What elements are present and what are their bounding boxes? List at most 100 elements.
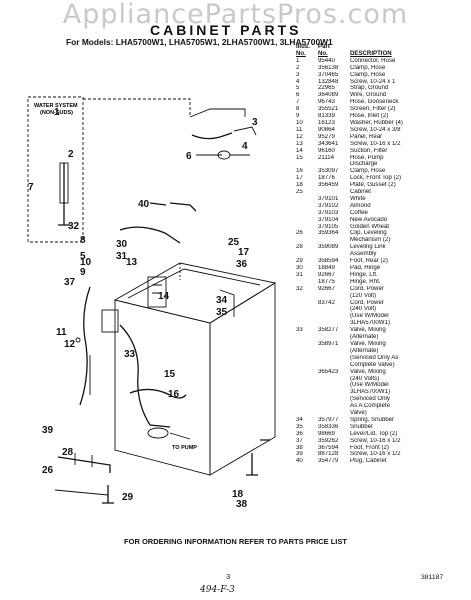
parts-cell-part-no: 359262 — [318, 437, 339, 444]
callout-7: 7 — [28, 182, 34, 193]
parts-cell-part-no: 95279 — [318, 133, 335, 140]
parts-cell-part-no: 379105 — [318, 223, 339, 230]
parts-cell-part-no: 16123 — [318, 119, 335, 126]
callout-11: 11 — [56, 327, 67, 338]
parts-cell-part-no: 357977 — [318, 416, 339, 423]
parts-cell-description: Golden Wheat — [350, 223, 389, 230]
parts-cell-description: Clamp, Hose — [350, 168, 386, 175]
parts-cell-part-no — [318, 410, 350, 417]
callout-29: 29 — [122, 492, 134, 503]
parts-cell-illus — [296, 300, 318, 307]
parts-cell-part-no — [318, 334, 350, 341]
parts-cell-illus: 37 — [296, 437, 303, 444]
parts-cell-part-no — [318, 306, 350, 313]
callout-9: 9 — [80, 267, 86, 278]
parts-cell-part-no: 92667 — [318, 271, 335, 278]
parts-cell-description: Screw, 10-24 x 1 — [350, 78, 396, 85]
callout-30: 30 — [116, 239, 128, 250]
inset-label-1: WATER SYSTEM — [34, 103, 78, 109]
parts-row: (Serviced Only As — [296, 355, 468, 362]
parts-cell-illus — [296, 348, 318, 355]
parts-cell-illus — [296, 203, 318, 210]
parts-cell-illus: 29 — [296, 258, 303, 265]
parts-row: 379105 Golden Wheat — [296, 224, 468, 231]
parts-row: As A Complete — [296, 403, 468, 410]
parts-cell-part-no — [318, 320, 350, 327]
parts-cell-part-no: 358971 — [318, 340, 339, 347]
parts-cell-description: Screw, 10-16 x 1/2 — [350, 451, 401, 458]
parts-cell-part-no: 90864 — [318, 126, 335, 133]
parts-cell-part-no: 365423 — [318, 368, 339, 375]
parts-cell-illus — [296, 196, 318, 203]
parts-row: 11 90864 Screw, 10-24 x 3/8 — [296, 127, 468, 134]
parts-cell-part-no: 21114 — [318, 154, 335, 161]
parts-row: (240 Volt) — [296, 306, 468, 313]
parts-cell-illus: 36 — [296, 430, 303, 437]
parts-cell-illus: 11 — [296, 126, 303, 133]
parts-cell-description: Connector, Hose — [350, 57, 396, 64]
parts-cell-part-no: 370465 — [318, 71, 339, 78]
callout-17: 17 — [238, 247, 250, 258]
ordering-info: FOR ORDERING INFORMATION REFER TO PARTS … — [124, 537, 347, 546]
parts-cell-part-no: 356138 — [318, 64, 339, 71]
parts-row: (120 Volt) — [296, 293, 468, 300]
inset-label-2: (NON-SUDS) — [40, 110, 73, 116]
parts-cell-illus: 38 — [296, 444, 303, 451]
parts-cell-part-no: 18775 — [318, 278, 335, 285]
parts-cell-part-no: 96743 — [318, 99, 335, 106]
parts-cell-part-no — [318, 237, 350, 244]
document-number: 381187 — [421, 574, 444, 581]
parts-cell-part-no — [318, 382, 350, 389]
header-illus: Illus. — [296, 43, 310, 50]
parts-cell-illus — [296, 279, 318, 286]
parts-cell-description: Clamp, Hose — [350, 64, 386, 71]
parts-row: (Alternate) — [296, 348, 468, 355]
parts-cell-description: Coffee — [350, 209, 368, 216]
parts-cell-illus: 31 — [296, 271, 303, 278]
parts-cell-illus — [296, 355, 318, 362]
parts-cell-description: Screw, 10-16 x 1/2 — [350, 140, 401, 147]
parts-cell-description: Screw, 10-24 x 3/8 — [350, 126, 401, 133]
parts-row: (240 Volts) — [296, 376, 468, 383]
callout-40: 40 — [138, 199, 150, 210]
parts-cell-illus — [296, 251, 318, 258]
parts-cell-part-no: 83742 — [318, 299, 335, 306]
parts-cell-description: Valve) — [350, 410, 367, 417]
parts-cell-part-no: 98669 — [318, 430, 335, 437]
parts-cell-description: Foot, Front (2) — [350, 444, 389, 451]
callout-3: 3 — [252, 117, 258, 128]
parts-cell-description: (120 Volt) — [350, 292, 377, 299]
parts-cell-part-no: 358594 — [318, 258, 339, 265]
to-pump-label: TO PUMP — [172, 445, 197, 451]
parts-cell-part-no — [318, 389, 350, 396]
parts-cell-description: Complete Valve) — [350, 361, 395, 368]
callout-8: 8 — [80, 235, 86, 246]
parts-cell-description: (Serviced Only As — [350, 354, 399, 361]
parts-cell-description: Leveling Link — [350, 244, 386, 251]
parts-cell-illus — [296, 161, 318, 168]
callout-37: 37 — [64, 277, 76, 288]
callout-32: 32 — [68, 221, 80, 232]
parts-cell-illus — [296, 369, 318, 376]
parts-cell-description: Hinge, Rht. — [350, 278, 381, 285]
parts-cell-description: (240 Volts) — [350, 375, 380, 382]
parts-row: Complete Valve) — [296, 362, 468, 369]
parts-cell-part-no: 359364 — [318, 230, 339, 237]
